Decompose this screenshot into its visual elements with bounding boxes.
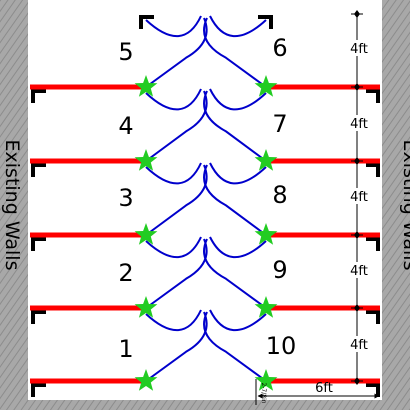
wall-bracket [366,89,380,103]
vertical-dimensions: 4ft 4ft 4ft 4ft 4ft [344,10,374,385]
dimension-label: 4ft [350,338,368,353]
left-wall-hatch [0,0,28,410]
horizontal-dimension: 6ft 2-7/8in [255,379,380,405]
dimension-label: 4ft [350,42,368,57]
wall-bracket [31,310,46,324]
right-stall-numbers: 10 9 8 7 6 [266,34,297,360]
post-star-right [254,149,278,171]
wall-bracket [366,310,380,324]
stall-number: 8 [272,181,287,209]
wall-bracket [366,163,380,177]
wall-brackets [31,15,380,397]
right-wall: Existing Walls [382,0,410,410]
left-wall: Existing Walls [0,0,28,410]
door-swing-left [145,88,208,162]
wall-bracket [31,163,46,177]
stall-number: 10 [266,332,297,360]
dimension-arrowhead [354,304,360,312]
dim-label-bg [344,40,374,56]
post-star-left [134,75,158,97]
stall-number: 5 [118,38,133,66]
wall-bracket [258,15,273,29]
floor-edge [28,400,382,410]
dimension-arrowhead [354,231,360,239]
wall-bracket [31,89,46,103]
door-swing-right [203,236,267,309]
wall-bracket [139,15,154,29]
right-wall-label: Existing Walls [399,140,410,271]
dimension-arrowhead [354,83,360,91]
stall-number: 2 [118,259,133,287]
wall-bracket [31,383,46,397]
door-swing-right [203,15,267,88]
dimension-arrowhead [354,10,360,18]
post-star-right [254,369,278,391]
stall-number: 7 [272,110,287,138]
dimension-ticks [351,10,363,385]
partitions [30,84,380,384]
stall-number: 6 [272,34,287,62]
offset-label: 2-7/8in [260,382,267,403]
dimension-label: 6ft [315,381,333,396]
post-star-left [134,149,158,171]
door-swing-left [145,309,208,382]
dim-label-bg [344,115,374,131]
stall-number: 1 [118,335,133,363]
stall-number: 4 [118,112,133,140]
right-wall-hatch [382,0,410,410]
post-star-left [134,296,158,318]
door-swing-left [145,162,208,236]
stall-number: 3 [118,184,133,212]
dim-label-bg [344,336,374,352]
post-star-right [254,223,278,245]
dim-label-bg [344,188,374,204]
post-star-right [254,75,278,97]
left-stall-numbers: 1 2 3 4 5 [118,38,133,363]
door-swing-left [145,236,208,309]
posts [134,75,278,391]
dimension-label: 4ft [350,190,368,205]
door-swing-right [203,88,267,162]
wall-bracket [366,237,380,251]
dimension-arrowhead [354,377,360,385]
post-star-right [254,296,278,318]
wall-bracket [31,237,46,251]
door-swing-left [145,15,208,88]
door-swing-right [203,309,267,382]
door-swing-right [203,162,267,236]
wall-bracket [366,383,380,397]
post-star-left [134,369,158,391]
door-swings [145,15,267,382]
left-wall-label: Existing Walls [1,140,23,271]
stall-number: 9 [272,256,287,284]
post-star-left [134,223,158,245]
dimension-arrowhead [354,157,360,165]
dimension-label: 4ft [350,264,368,279]
dimension-label: 4ft [350,117,368,132]
dim-label-bg [344,262,374,278]
